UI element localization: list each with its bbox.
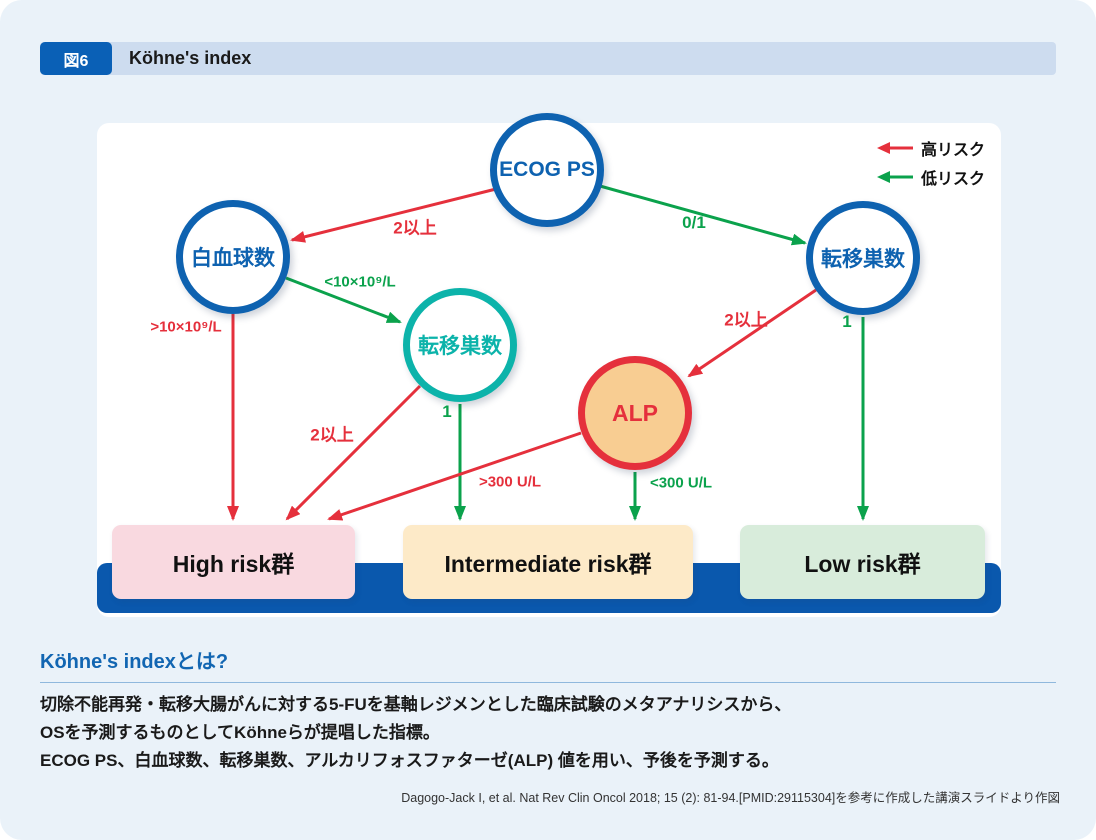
- section-title: Köhne's indexとは?: [40, 651, 229, 673]
- high-risk-group-label: High risk群: [172, 551, 295, 577]
- node-metastatic-sites-mid: 転移巣数: [403, 288, 517, 402]
- legend-high-risk-label: 高リスク: [920, 142, 985, 159]
- low-risk-group-label: Low risk群: [804, 551, 921, 577]
- legend-high-risk: 高リスク: [876, 136, 985, 160]
- figure-number-badge: 図6: [40, 42, 112, 75]
- body-line: 切除不能再発・転移大腸がんに対する5-FUを基軸レジメンとした臨床試験のメタアナ…: [40, 695, 792, 714]
- edge-label-meta-mid-to-high: 2以上: [310, 425, 354, 445]
- node-wbc-count: 白血球数: [176, 200, 290, 314]
- edge-label-wbc-to-high: >10×10⁹/L: [150, 318, 222, 336]
- risk-legend: 高リスク 低リスク: [876, 136, 985, 189]
- figure-header: 図6 Köhne's index: [40, 42, 1056, 75]
- body-line: OSを予測するものとしてKöhneらが提唱した指標。: [40, 723, 440, 742]
- node-ecog-ps: ECOG PS: [490, 113, 604, 227]
- edge-label-meta-mid-to-intermediate: 1: [442, 402, 452, 421]
- edge-meta-mid-to-high: [285, 384, 422, 521]
- edge-label-ecog-to-meta-right: 0/1: [682, 213, 706, 232]
- edge-label-wbc-to-meta-mid: <10×10⁹/L: [324, 273, 396, 291]
- body-line: ECOG PS、白血球数、転移巣数、アルカリフォスファターゼ(ALP) 値を用い…: [40, 751, 779, 770]
- node-alp: ALP: [578, 356, 692, 470]
- edge-label-ecog-to-wbc: 2以上: [393, 218, 437, 238]
- low-risk-group-box: Low risk群: [740, 525, 985, 599]
- legend-low-risk-label: 低リスク: [920, 171, 985, 188]
- edge-ecog-to-wbc: [290, 187, 497, 243]
- citation-text: Dagogo-Jack I, et al. Nat Rev Clin Oncol…: [401, 791, 1060, 805]
- section-body: 切除不能再発・転移大腸がんに対する5-FUを基軸レジメンとした臨床試験のメタアナ…: [40, 691, 1056, 775]
- legend-low-risk: 低リスク: [876, 165, 985, 189]
- diagram-edges: [227, 184, 869, 521]
- edge-ecog-to-meta-right: [599, 184, 807, 246]
- node-alp-label: ALP: [612, 399, 658, 426]
- edge-label-meta-right-to-low: 1: [842, 312, 852, 331]
- node-wbc-count-label: 白血球数: [191, 247, 275, 270]
- edge-label-alp-to-high: >300 U/L: [478, 473, 542, 491]
- node-metastatic-sites-right: 転移巣数: [806, 201, 920, 315]
- intermediate-risk-group-box: Intermediate risk群: [403, 525, 693, 599]
- edge-label-alp-to-intermediate: <300 U/L: [649, 474, 713, 492]
- edge-wbc-to-meta-mid: [285, 276, 402, 324]
- figure-title: Köhne's index: [129, 48, 252, 68]
- koehne-index-diagram: ECOG PS 白血球数 転移巣数 ALP 転移巣数 2以上 0/1 <10×1…: [97, 113, 1001, 617]
- node-ecog-ps-label: ECOG PS: [499, 158, 595, 181]
- red-left-arrow-icon: [876, 142, 913, 154]
- edge-label-meta-right-to-alp: 2以上: [724, 310, 768, 330]
- node-metastatic-sites-mid-label: 転移巣数: [418, 335, 502, 358]
- node-metastatic-sites-right-label: 転移巣数: [821, 248, 905, 271]
- section-divider: [40, 682, 1056, 683]
- edge-meta-right-to-alp: [687, 288, 817, 378]
- intermediate-risk-group-label: Intermediate risk群: [444, 551, 652, 577]
- green-left-arrow-icon: [876, 171, 913, 183]
- high-risk-group-box: High risk群: [112, 525, 355, 599]
- edge-alp-to-high: [327, 431, 582, 521]
